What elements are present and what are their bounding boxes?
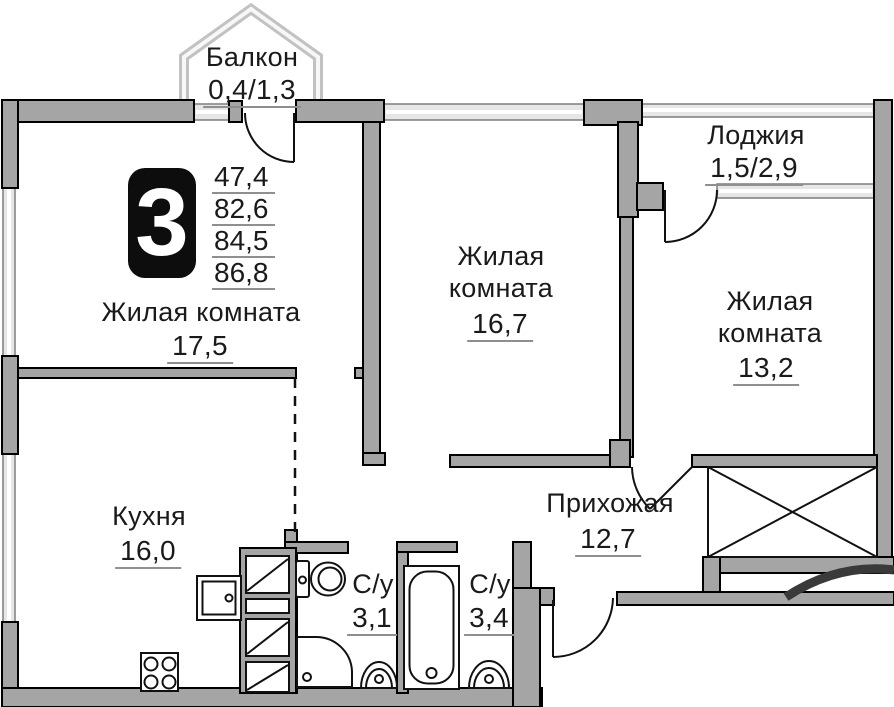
kitchen-area: 16,0 — [115, 535, 181, 569]
area-summary: 47,4 82,6 84,5 86,8 — [212, 163, 275, 291]
living1-area: 17,5 — [167, 330, 233, 364]
shaft-cross-box — [707, 466, 878, 558]
living2-label: Жилая комната — [448, 241, 554, 303]
living3-label: Жилая комната — [717, 286, 823, 348]
hallway-label: Прихожая — [546, 488, 674, 518]
loggia-label: Лоджия — [707, 120, 805, 150]
balcony-outline — [179, 2, 323, 104]
bathtub — [403, 565, 460, 690]
entrance-door-arc — [552, 597, 614, 658]
area-value-3: 84,5 — [212, 227, 275, 258]
hallway-area: 12,7 — [575, 523, 641, 557]
room-count-value: 3 — [135, 169, 189, 276]
wardrobe-shelves — [239, 547, 297, 694]
living2-area: 16,7 — [467, 308, 533, 342]
kitchen-sink — [196, 575, 242, 621]
bathroom1-area: 3,1 — [347, 602, 397, 636]
bathroom2-label: С/у — [469, 569, 511, 599]
area-total: 86,8 — [212, 259, 275, 290]
room-count-badge: 3 — [128, 168, 196, 278]
neighbor-door-arc — [783, 564, 894, 601]
area-value-2: 82,6 — [212, 195, 275, 226]
room3-door-arc — [631, 466, 693, 510]
washbasin-2 — [467, 660, 511, 689]
balcony-door-arc — [244, 112, 295, 163]
kitchen-label: Кухня — [112, 501, 186, 531]
washbasin-1 — [359, 661, 399, 689]
bathroom1-label: С/у — [352, 569, 394, 599]
shower-tray — [296, 635, 353, 688]
bathroom2-area: 3,4 — [464, 602, 514, 636]
living3-area: 13,2 — [733, 352, 799, 386]
balcony-label: Балкон — [205, 42, 299, 72]
loggia-door-arc — [664, 189, 718, 243]
area-living: 47,4 — [212, 163, 275, 194]
balcony-area: 0,4/1,3 — [203, 74, 301, 108]
loggia-area: 1,5/2,9 — [705, 152, 803, 186]
stove — [140, 652, 179, 692]
living1-label: Жилая комната — [101, 297, 301, 327]
toilet — [295, 560, 346, 598]
